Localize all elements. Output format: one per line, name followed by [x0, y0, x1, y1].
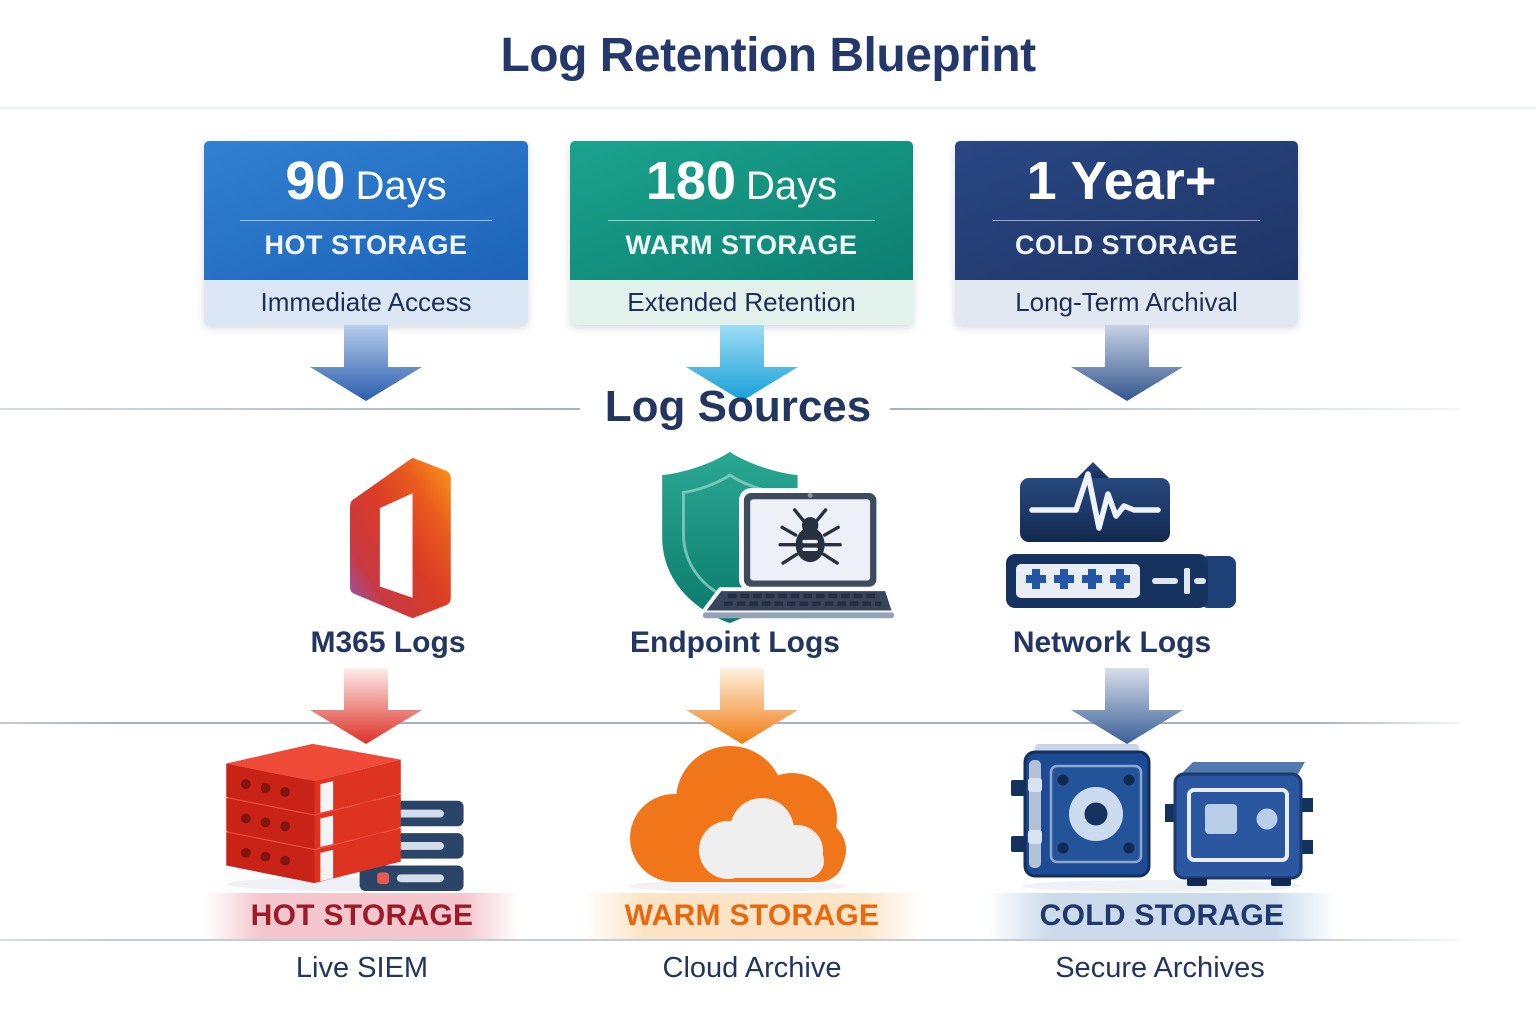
- tier-card-header-cold: 1 Year+ COLD STORAGE: [955, 141, 1298, 280]
- blue-safes-icon: [1011, 744, 1313, 892]
- down-arrow-icon: [686, 668, 798, 744]
- title-divider: [0, 107, 1536, 109]
- destination-description-cold: Secure Archives: [1055, 952, 1265, 984]
- tier-duration-unit: Days: [355, 164, 447, 208]
- inner-cloud: [699, 798, 824, 879]
- destination-banner-hot: HOT STORAGE: [204, 893, 520, 939]
- tier-access-label: Immediate Access: [204, 280, 528, 325]
- down-arrow-icon: [1071, 668, 1183, 744]
- orange-cloud-icon: [628, 746, 848, 892]
- network-devices-icon: [1006, 462, 1236, 608]
- tier-duration-value: 90: [285, 151, 346, 211]
- shield-laptop-bug-icon: [662, 451, 895, 624]
- source-label-endpoint: Endpoint Logs: [630, 626, 840, 659]
- source-label-m365: M365 Logs: [310, 626, 466, 659]
- tier-duration: 1 Year+: [1027, 153, 1227, 210]
- tier-duration-value: 1 Year+: [1026, 151, 1217, 211]
- tier-duration-value: 180: [645, 151, 736, 211]
- down-arrow-icon: [686, 325, 798, 401]
- red-server-stack-icon: [226, 743, 464, 892]
- down-arrow-icon: [310, 325, 422, 401]
- tier-storage-label: COLD STORAGE: [1014, 229, 1238, 260]
- bottom-divider: [0, 939, 1460, 941]
- destination-description-warm: Cloud Archive: [662, 952, 842, 984]
- page-title: Log Retention Blueprint: [500, 29, 1036, 82]
- down-arrow-icon: [310, 668, 422, 744]
- m365-office-icon: [350, 457, 451, 619]
- tier-storage-label: HOT STORAGE: [264, 229, 468, 260]
- tier-card-divider: [239, 219, 493, 221]
- source-label-network: Network Logs: [1012, 626, 1212, 659]
- section-divider-right: [890, 408, 1460, 410]
- safe-box: [1165, 762, 1313, 886]
- server-box-top: [226, 743, 401, 815]
- down-arrow-icon: [1071, 325, 1183, 401]
- retention-tier-card-cold: 1 Year+ COLD STORAGE Long-Term Archival: [955, 141, 1298, 325]
- safe-dial: [1011, 744, 1151, 878]
- section-divider-left: [0, 408, 580, 410]
- tier-card-divider: [607, 219, 876, 221]
- tier-access-label: Long-Term Archival: [955, 280, 1298, 325]
- destination-banner-warm: WARM STORAGE: [582, 893, 922, 939]
- log-sources-heading: Log Sources: [604, 382, 872, 431]
- tier-card-divider: [992, 219, 1261, 221]
- destination-description-hot: Live SIEM: [295, 952, 429, 984]
- bug-glyph: [778, 508, 842, 565]
- tier-storage-label: WARM STORAGE: [625, 229, 858, 260]
- destination-banner-cold: COLD STORAGE: [987, 893, 1337, 939]
- tier-duration-unit: Days: [745, 164, 838, 208]
- port-plus-glyphs: [1026, 569, 1130, 589]
- tier-access-label: Extended Retention: [570, 280, 913, 325]
